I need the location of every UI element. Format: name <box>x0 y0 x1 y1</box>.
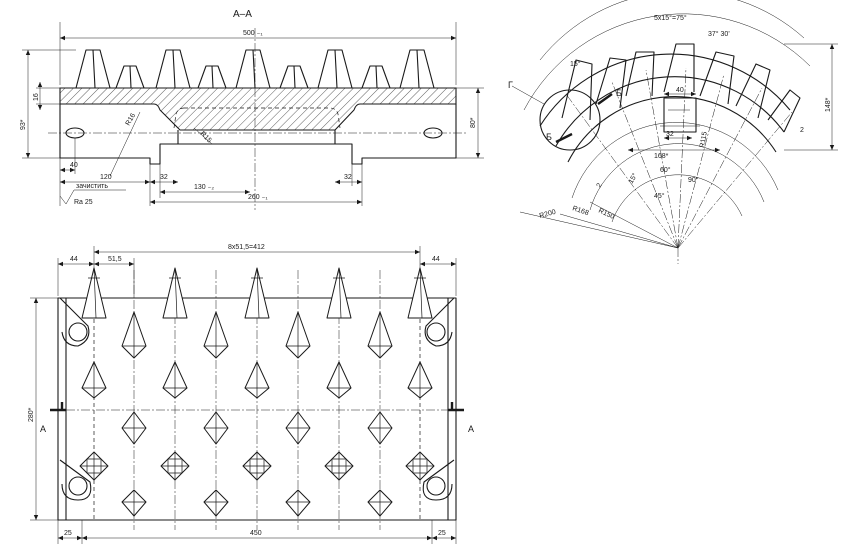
plan-boss-top-right <box>424 297 455 347</box>
plan-teeth-row-4 <box>121 411 393 445</box>
plan-boss-bottom-right <box>422 459 455 501</box>
section-tooth-big <box>75 49 111 89</box>
plan-boss-bottom-left <box>59 459 92 501</box>
dim-top-angle: 5x15°=75° <box>654 14 687 22</box>
dim-51: 51,5 <box>108 256 122 263</box>
dim-r115: R115 <box>699 131 709 148</box>
section-tooth-big <box>317 49 353 89</box>
section-teeth <box>75 49 435 89</box>
label-b-top: Б <box>616 88 622 98</box>
section-tooth-small <box>279 65 309 89</box>
dim-2-right: 2 <box>800 127 804 134</box>
detail-circle-g <box>539 89 601 151</box>
arc-inner-rim <box>555 76 785 147</box>
dim-thickness: 16 <box>33 93 40 101</box>
dim-left-offset: 40 <box>70 162 78 169</box>
label-b-left: Б <box>546 132 552 142</box>
dim-r168: R168 <box>571 205 589 217</box>
dim-2-left: 2 <box>596 182 604 189</box>
arc-center-block <box>663 97 697 133</box>
roughness-value: Ra 25 <box>74 199 93 206</box>
plan-view: 8x51,5=412 44 51,5 44 А А <box>28 244 474 544</box>
arc-detail-view: Г Б Б 5x15°=75° 37° 30' 15° 40 32 168* R… <box>508 0 838 264</box>
dim-angle-left: 15° <box>570 60 581 68</box>
dim-right-44: 44 <box>432 256 440 263</box>
dim-r150: R150 <box>597 207 615 220</box>
dim-32: 32 <box>666 131 674 138</box>
dim-25-left: 25 <box>64 530 72 537</box>
label-g: Г <box>508 80 513 90</box>
plan-hole-top-right <box>426 322 446 342</box>
dim-15b: 15° <box>627 172 639 185</box>
dim-168: 168* <box>654 153 669 160</box>
arc-outer-rim <box>539 53 791 127</box>
plan-hole-bottom-right <box>426 476 446 496</box>
dim-90: 90° <box>688 176 699 184</box>
plan-teeth-row-3 <box>81 361 433 399</box>
section-tooth-big <box>235 49 271 89</box>
dim-angle-right: 37° 30' <box>708 30 730 38</box>
plan-hole-bottom-left <box>68 476 88 496</box>
section-tooth-big <box>399 49 435 89</box>
dim-channel-right: 32 <box>344 174 352 181</box>
arc-radial-lines <box>565 67 793 249</box>
dim-pitch: 8x51,5=412 <box>228 244 265 251</box>
radius-left: R16 <box>125 112 138 127</box>
dim-left-44: 44 <box>70 256 78 263</box>
dim-channel-left: 32 <box>160 174 168 181</box>
plan-boss-top-left <box>59 297 90 347</box>
cut-line-b <box>555 93 613 144</box>
section-hidden-contour <box>173 107 341 129</box>
plan-teeth-row-2 <box>121 311 393 359</box>
dim-bottom: 260 ₋₁ <box>248 194 268 201</box>
plan-hole-top-left <box>68 322 88 342</box>
dim-r200: R200 <box>539 209 557 220</box>
dim-right-height: 80* <box>470 117 477 128</box>
section-tooth-small <box>361 65 391 89</box>
arc-teeth <box>561 43 801 133</box>
plan-teeth-row-6 <box>121 489 393 517</box>
plan-teeth-row-5 <box>79 451 435 481</box>
note-clean: зачистить <box>76 183 108 190</box>
plan-teeth-row-1 <box>81 267 433 319</box>
section-tooth-big <box>155 49 191 89</box>
dim-148: 148* <box>825 97 832 112</box>
section-view-a-a: А–А 500 ₋₁ 16 <box>20 9 484 210</box>
roughness-symbol <box>59 189 126 205</box>
dim-left-edge: 120 <box>100 174 112 181</box>
dim-inner: 130 ₋₂ <box>194 184 214 191</box>
section-hatched-plate <box>59 87 457 131</box>
section-tooth-small <box>197 65 227 89</box>
dim-40: 40 <box>676 87 684 94</box>
dim-25-right: 25 <box>438 530 446 537</box>
label-a-left: А <box>40 424 46 434</box>
dim-45: 45° <box>654 192 665 200</box>
dim-60: 60° <box>660 166 671 174</box>
dim-plan-height: 280* <box>28 407 35 422</box>
section-tooth-small <box>115 65 145 89</box>
dim-450: 450 <box>250 530 262 537</box>
label-a-right: А <box>468 424 474 434</box>
section-title: А–А <box>233 9 252 20</box>
dim-total-width: 500 ₋₁ <box>243 30 263 37</box>
dim-overall-height: 93* <box>20 119 27 130</box>
